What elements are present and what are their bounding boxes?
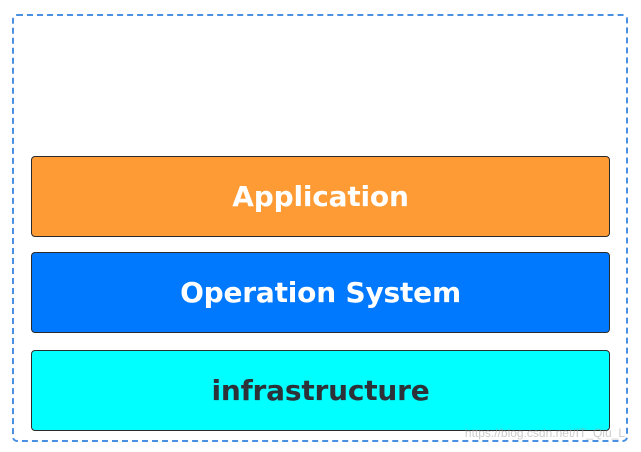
watermark-url: https://blog.csdn.net/IT_Qiu_L xyxy=(464,426,625,440)
infrastructure-layer: infrastructure xyxy=(31,350,610,431)
operation-system-layer: Operation System xyxy=(31,252,610,333)
application-layer-label: Application xyxy=(232,180,409,213)
operation-system-layer-label: Operation System xyxy=(180,276,461,309)
outer-dashed-frame xyxy=(12,14,628,442)
infrastructure-layer-label: infrastructure xyxy=(211,374,430,407)
application-layer: Application xyxy=(31,156,610,237)
